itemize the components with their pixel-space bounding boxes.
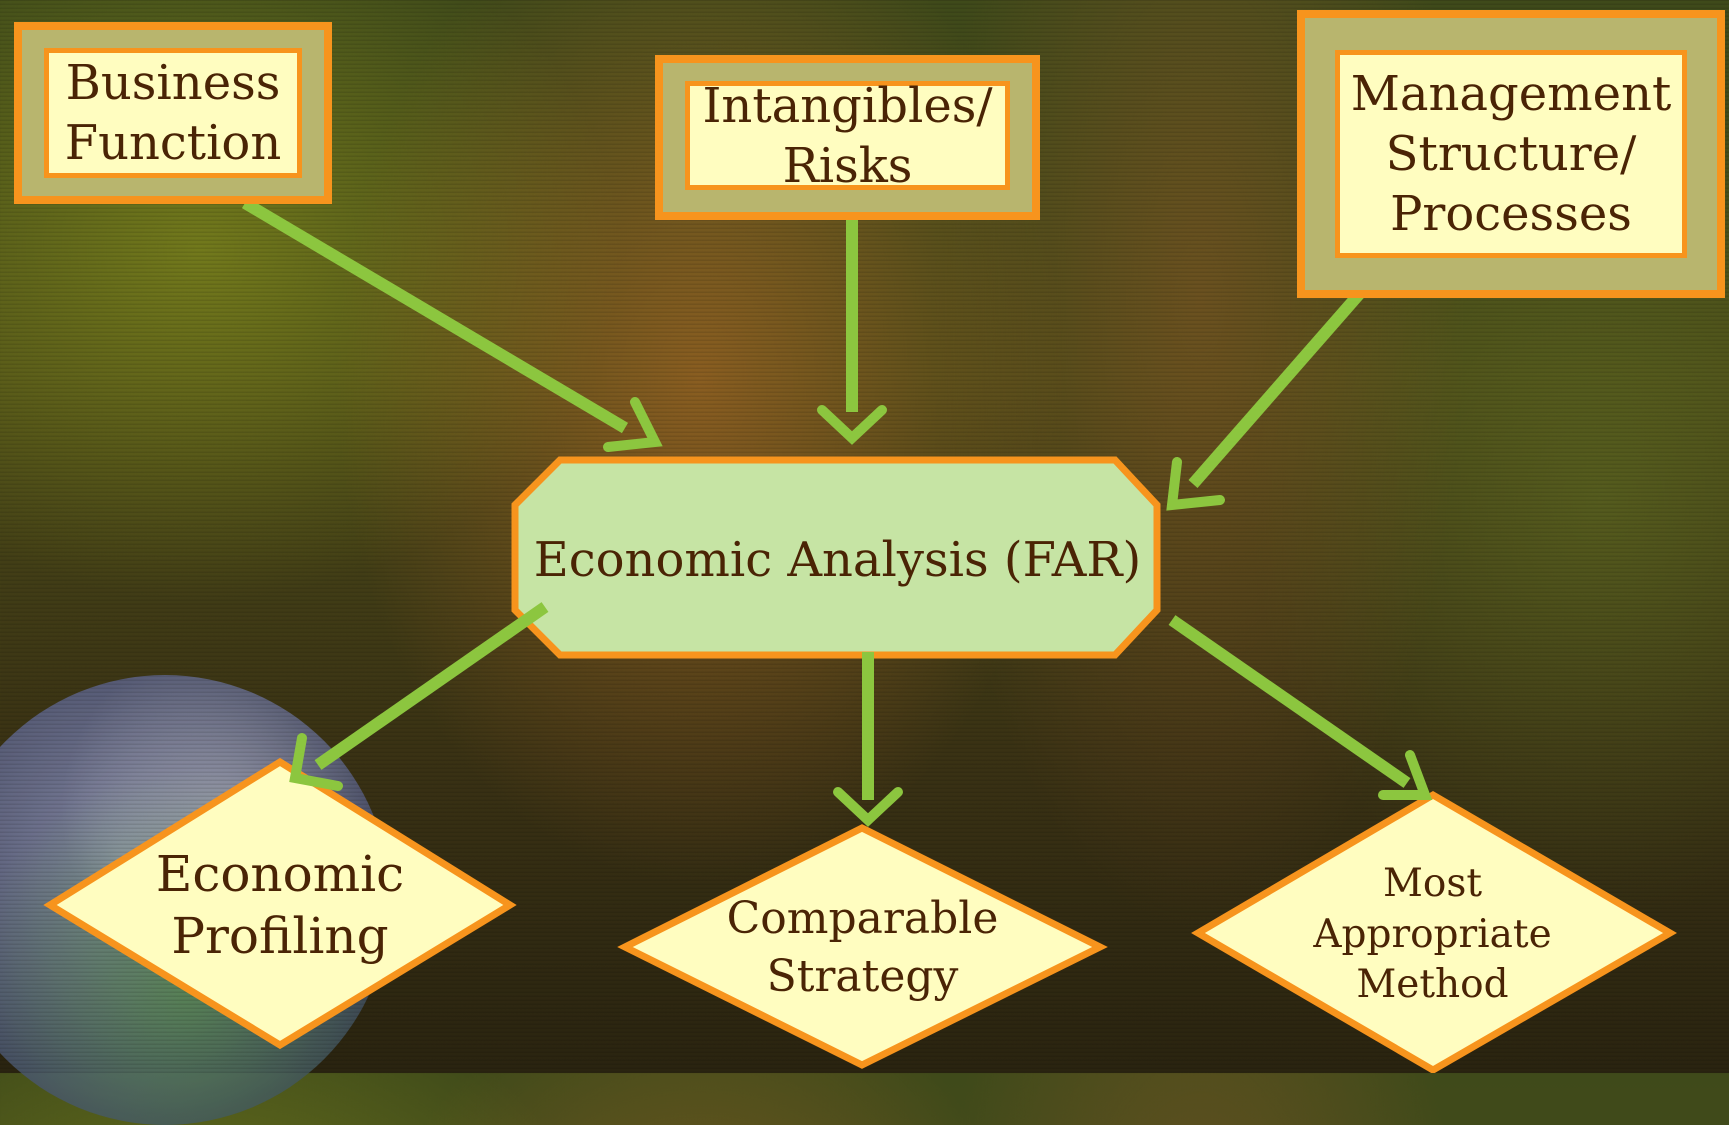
- intangibles-risks-label: Intangibles/ Risks: [702, 77, 993, 194]
- business-function-box: Business Function: [14, 22, 332, 204]
- arrow-hub-to-method: [1168, 615, 1411, 788]
- arrowhead-method: [1378, 750, 1433, 800]
- comparable-strategy-diamond: [617, 824, 1108, 1069]
- arrowhead-business: [603, 397, 663, 452]
- arrowhead-management: [1166, 457, 1225, 511]
- most-appropriate-method-diamond: [1191, 790, 1677, 1073]
- hub-shape: [511, 456, 1161, 659]
- arrow-business-to-hub: [241, 197, 629, 434]
- most-appropriate-method-label: Most Appropriate Method: [1313, 860, 1552, 1008]
- arrowhead-comparable: [833, 787, 903, 827]
- arrowhead-profiling: [289, 733, 343, 791]
- business-function-label: Business Function: [64, 55, 282, 171]
- diagram-canvas: [43, 197, 1677, 1073]
- arrow-hub-to-profiling: [314, 602, 549, 770]
- hub-label: Economic Analysis (FAR): [533, 532, 1142, 588]
- management-structure-label: Management Structure/ Processes: [1350, 66, 1672, 242]
- management-structure-panel: Management Structure/ Processes: [1335, 50, 1687, 258]
- management-structure-box: Management Structure/ Processes: [1297, 10, 1725, 298]
- arrowhead-intangibles: [817, 405, 887, 445]
- economic-profiling-diamond: [43, 757, 517, 1050]
- business-function-panel: Business Function: [44, 48, 302, 178]
- intangibles-risks-box: Intangibles/ Risks: [655, 55, 1040, 220]
- economic-profiling-label: Economic Profiling: [155, 844, 405, 966]
- intangibles-risks-panel: Intangibles/ Risks: [685, 78, 1010, 194]
- comparable-strategy-label: Comparable Strategy: [726, 893, 999, 1002]
- arrow-management-to-hub: [1188, 280, 1373, 488]
